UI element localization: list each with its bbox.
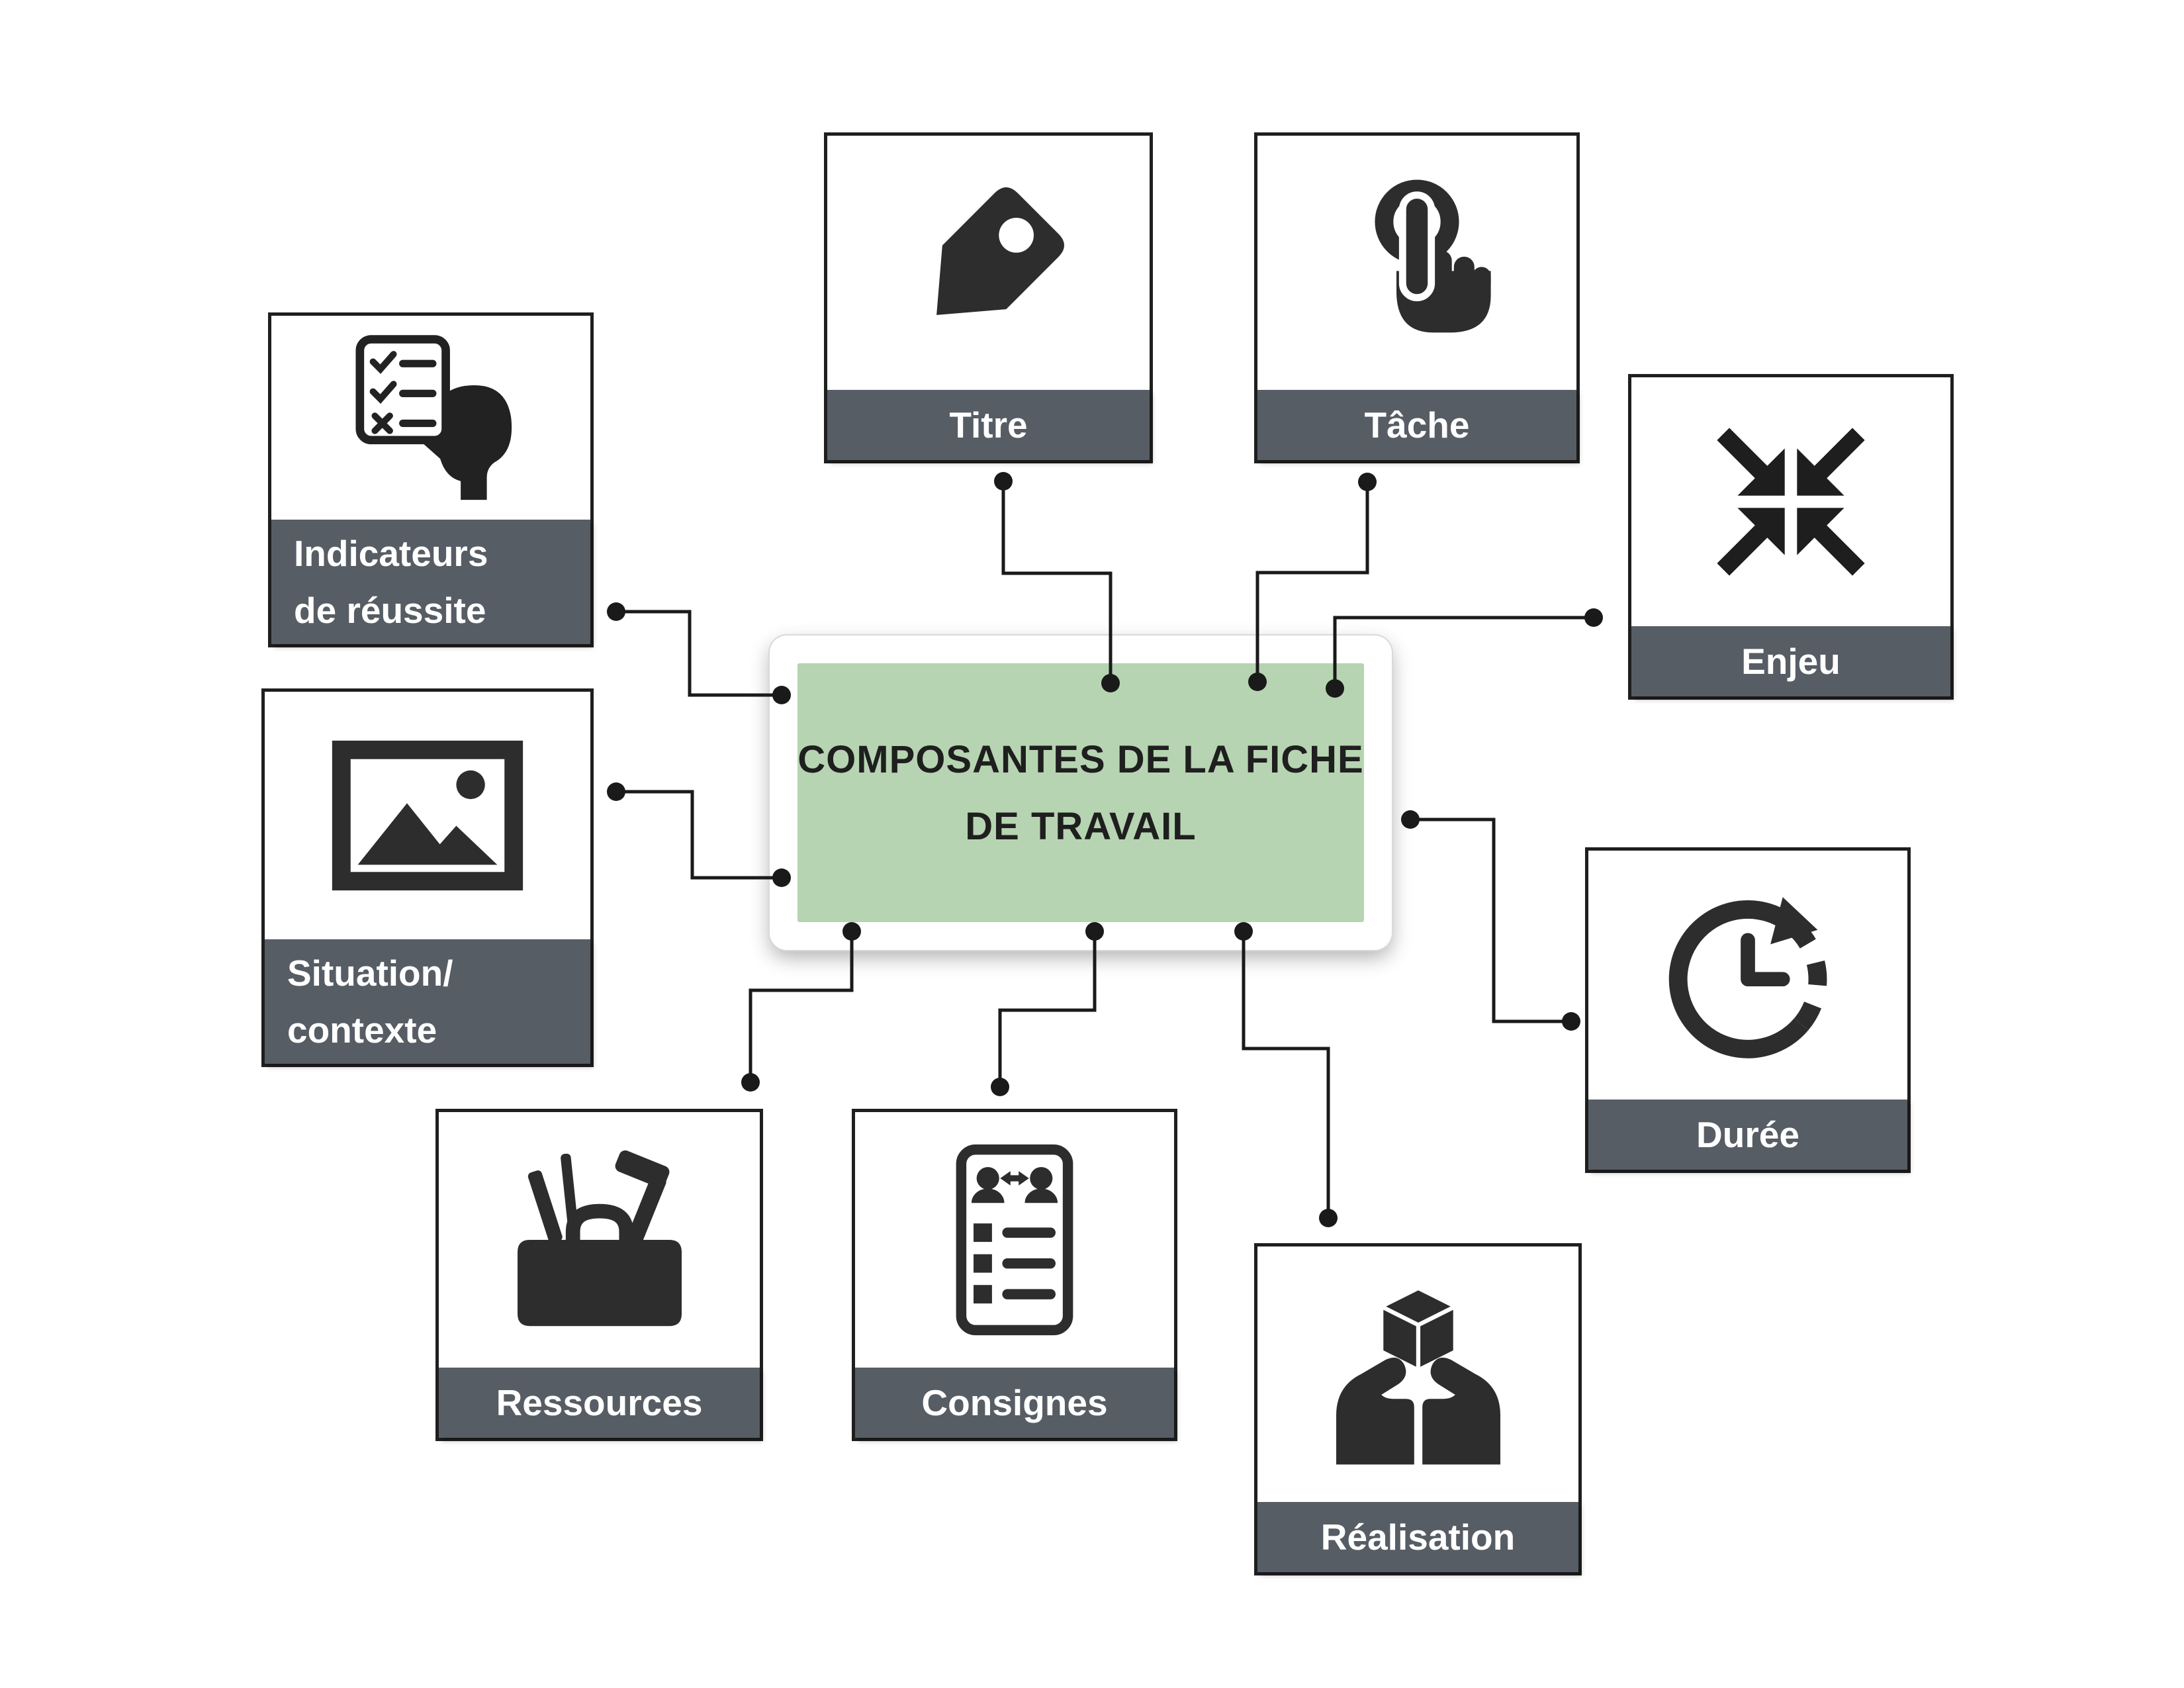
toolbox-icon bbox=[517, 1150, 682, 1327]
center-title-green-panel: COMPOSANTES DE LA FICHE DE TRAVAIL bbox=[797, 663, 1364, 922]
node-enjeu: Enjeu bbox=[1628, 374, 1954, 700]
converging-arrows-icon bbox=[1717, 428, 1865, 576]
enjeu-label-bar: Enjeu bbox=[1631, 626, 1950, 696]
node-label: Ressources bbox=[496, 1382, 703, 1423]
center-title-line: DE TRAVAIL bbox=[965, 804, 1197, 848]
node-label: Durée bbox=[1696, 1114, 1799, 1155]
indicateurs-icon-area bbox=[271, 316, 590, 520]
duree-label-bar: Durée bbox=[1588, 1100, 1907, 1170]
node-realisation: Réalisation bbox=[1254, 1243, 1582, 1575]
enjeu-icon-area bbox=[1631, 377, 1950, 626]
titre-label-bar: Titre bbox=[827, 390, 1150, 460]
node-label: Réalisation bbox=[1320, 1517, 1516, 1558]
tache-icon-area bbox=[1257, 136, 1576, 390]
node-label: de réussite bbox=[294, 590, 486, 631]
situation-icon-area bbox=[265, 692, 590, 939]
node-label: Situation/ bbox=[287, 953, 453, 994]
node-label: Indicateurs bbox=[294, 533, 488, 574]
node-indicateurs-reussite: Indicateurs de réussite bbox=[268, 312, 594, 647]
tag-icon bbox=[936, 187, 1064, 315]
node-label: contexte bbox=[287, 1009, 437, 1051]
situation-label-bar: Situation/ contexte bbox=[265, 939, 590, 1064]
center-title-box: COMPOSANTES DE LA FICHE DE TRAVAIL bbox=[770, 635, 1392, 950]
picture-icon bbox=[332, 740, 523, 891]
realisation-icon-area bbox=[1257, 1246, 1578, 1502]
checklist-discussion-icon bbox=[956, 1144, 1073, 1336]
ressources-label-bar: Ressources bbox=[439, 1368, 760, 1438]
indicateurs-label-bar: Indicateurs de réussite bbox=[271, 520, 590, 644]
connector-realisation bbox=[1234, 922, 1338, 1227]
consignes-icon-area bbox=[855, 1112, 1174, 1368]
node-situation-contexte: Situation/ contexte bbox=[261, 688, 594, 1067]
connector-situation bbox=[607, 782, 791, 887]
node-ressources: Ressources bbox=[435, 1109, 763, 1441]
node-label: Consignes bbox=[921, 1382, 1108, 1423]
tache-label-bar: Tâche bbox=[1257, 390, 1576, 460]
connector-duree bbox=[1401, 810, 1580, 1031]
center-title-line: COMPOSANTES DE LA FICHE bbox=[797, 737, 1364, 781]
node-tache: Tâche bbox=[1254, 132, 1580, 463]
touch-pointer-icon bbox=[1375, 179, 1491, 333]
node-consignes: Consignes bbox=[852, 1109, 1177, 1441]
ressources-icon-area bbox=[439, 1112, 760, 1368]
realisation-label-bar: Réalisation bbox=[1257, 1502, 1578, 1572]
node-label: Tâche bbox=[1364, 404, 1470, 445]
connector-indicateurs bbox=[607, 602, 791, 704]
head-checklist-icon bbox=[355, 335, 512, 500]
node-label: Titre bbox=[949, 404, 1028, 445]
consignes-label-bar: Consignes bbox=[855, 1368, 1174, 1438]
duree-icon-area bbox=[1588, 851, 1907, 1100]
node-label: Enjeu bbox=[1741, 641, 1841, 682]
node-duree: Durée bbox=[1585, 847, 1911, 1173]
titre-icon-area bbox=[827, 136, 1150, 390]
hands-presenting-cube-icon bbox=[1336, 1286, 1500, 1465]
countdown-clock-icon bbox=[1668, 897, 1827, 1058]
node-titre: Titre bbox=[824, 132, 1153, 463]
